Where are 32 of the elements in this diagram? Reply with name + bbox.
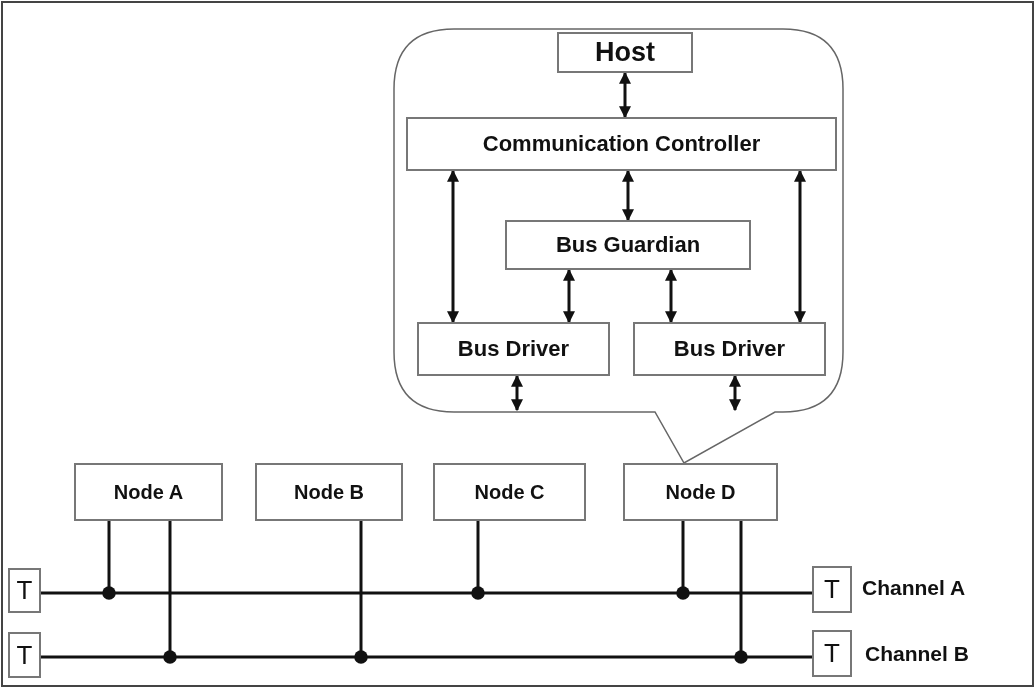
- double-arrow: [622, 169, 634, 222]
- double-arrow: [511, 374, 523, 412]
- drop-line: [471, 521, 485, 600]
- component-box: Bus Driver: [633, 322, 826, 376]
- double-arrow: [794, 169, 806, 324]
- callout-bubble: [393, 28, 844, 464]
- double-arrow: [665, 268, 677, 324]
- terminator-box: T: [812, 630, 852, 677]
- bus-line: [41, 655, 812, 659]
- component-box: Node C: [433, 463, 586, 521]
- channel-label: Channel A: [862, 576, 966, 600]
- component-box: Bus Guardian: [505, 220, 751, 270]
- drop-line: [734, 521, 748, 664]
- component-box: Communication Controller: [406, 117, 837, 171]
- component-box: Node A: [74, 463, 223, 521]
- bus-line: [41, 591, 812, 595]
- drop-line: [102, 521, 116, 600]
- terminator-box: T: [8, 632, 41, 678]
- component-box: Node B: [255, 463, 403, 521]
- channel-label: Channel B: [865, 642, 969, 666]
- drop-line: [676, 521, 690, 600]
- component-box: Bus Driver: [417, 322, 610, 376]
- drop-line: [354, 521, 368, 664]
- component-box: Node D: [623, 463, 778, 521]
- component-box: Host: [557, 32, 693, 73]
- double-arrow: [619, 71, 631, 119]
- double-arrow: [729, 374, 741, 412]
- terminator-box: T: [812, 566, 852, 613]
- terminator-box: T: [8, 568, 41, 613]
- double-arrow: [563, 268, 575, 324]
- double-arrow: [447, 169, 459, 324]
- drop-line: [163, 521, 177, 664]
